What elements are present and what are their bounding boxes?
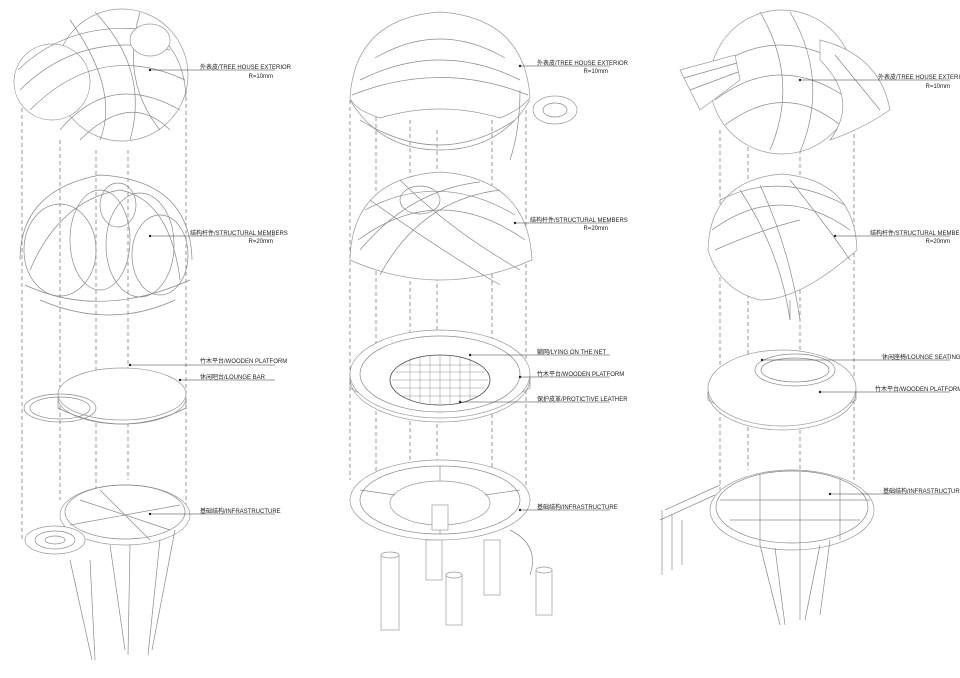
projection-lines-a — [21, 80, 187, 540]
wooden-platform-b — [349, 329, 531, 423]
label-seating-c: 休闲座椅/LOUNGE SEATING — [882, 353, 960, 361]
label-platform-b: 竹木平台/WOODEN PLATFORM — [537, 370, 624, 378]
label-infrastructure-a: 基础结构/INFRASTRUCTURE — [200, 507, 281, 515]
label-net-b: 躺网/LYING ON THE NET — [537, 348, 606, 356]
label-structure-radius-b: R=20mm — [583, 226, 608, 232]
label-structure-c: 结构杆件/STRUCTURAL MEMBERS — [870, 229, 960, 237]
label-exterior-a: 外表皮/TREE HOUSE EXTERIOR — [200, 63, 292, 71]
label-exterior-c: 外表皮/TREE HOUSE EXTERIOR — [878, 73, 960, 81]
tree-house-a: 外表皮/TREE HOUSE EXTERIOR R=10mm 结构杆件/STRU… — [13, 8, 292, 661]
label-infrastructure-b: 基础结构/INFRASTRUCTURE — [537, 503, 618, 511]
label-exterior-radius-b: R=10mm — [583, 69, 608, 75]
exterior-skin-a — [13, 8, 189, 142]
leaders-c — [760, 78, 950, 496]
structural-members-a — [19, 174, 193, 316]
label-platform-a: 竹木平台/WOODEN PLATFORM — [200, 357, 287, 365]
label-structure-b: 结构杆件/STRUCTURAL MEMBERS — [530, 216, 628, 224]
label-structure-a: 结构杆件/STRUCTURAL MEMBERS — [190, 229, 288, 237]
label-lounge-bar-a: 休闲吧台/LOUNGE BAR — [200, 373, 266, 381]
label-leather-b: 保护皮革/PROTICTIVE LEATHER — [537, 395, 628, 403]
label-infrastructure-c: 基础结构/INFRASTRUCTURE — [883, 487, 960, 495]
leaders-b — [458, 64, 610, 512]
label-exterior-b: 外表皮/TREE HOUSE EXTERIOR — [537, 59, 629, 67]
tree-house-b: 外表皮/TREE HOUSE EXTERIOR R=10mm 结构杆件/STRU… — [349, 11, 629, 631]
tree-house-c: 外表皮/TREE HOUSE EXTERIOR R=10mm 结构杆件/STRU… — [659, 9, 960, 626]
infrastructure-b — [349, 459, 553, 631]
wooden-platform-a — [23, 367, 187, 425]
infrastructure-a — [24, 484, 191, 661]
structural-members-c — [707, 173, 858, 321]
projection-lines-b — [349, 100, 527, 500]
leaders-a — [128, 68, 275, 516]
label-exterior-radius-c: R=10mm — [925, 84, 950, 90]
infrastructure-c — [659, 469, 875, 626]
exterior-skin-b — [349, 11, 578, 161]
label-structure-radius-c: R=20mm — [925, 239, 950, 245]
structural-members-b — [349, 171, 533, 286]
label-platform-c: 竹木平台/WOODEN PLATFORM — [875, 385, 960, 393]
label-exterior-radius-a: R=10mm — [248, 74, 273, 80]
wooden-platform-c — [707, 349, 857, 431]
lying-net-b — [392, 355, 488, 405]
label-structure-radius-a: R=20mm — [248, 239, 273, 245]
exterior-skin-c — [679, 9, 891, 155]
